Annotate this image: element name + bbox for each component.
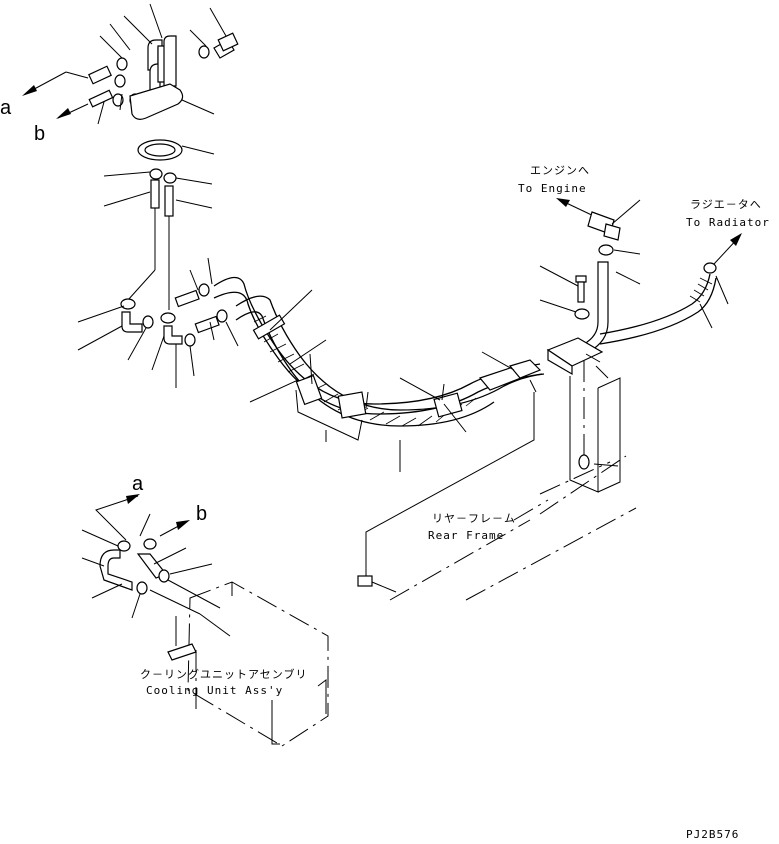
rear-frame-jp: リヤ－フレ－ム [432, 512, 516, 525]
to-radiator-jp: ラジエ－タへ [690, 198, 762, 211]
arrow-b-top [56, 103, 89, 119]
hose-connectors [174, 257, 239, 347]
vertical-hoses [77, 168, 196, 388]
top-fittings [88, 3, 239, 209]
to-engine-jp: エンジンへ [530, 164, 590, 177]
to-engine-group: エンジンへ To Engine [518, 164, 641, 256]
label-b-top: b [34, 123, 45, 145]
rear-frame-group: リヤ－フレ－ム Rear Frame [357, 392, 637, 601]
drawing-code: PJ2B576 [686, 828, 739, 841]
cooling-unit-jp: ク－リングユニットアセンブリ [140, 667, 307, 681]
cooling-unit: ク－リングユニットアセンブリ Cooling Unit Ass'y [140, 581, 329, 747]
label-b-bottom: b [196, 503, 207, 525]
label-a-bottom: a [132, 473, 144, 495]
label-a-top: a [0, 97, 12, 119]
to-radiator-en: To Radiator [686, 216, 770, 229]
to-engine-en: To Engine [518, 182, 587, 195]
rear-frame-en: Rear Frame [428, 529, 504, 542]
main-hose-leaders [249, 289, 537, 472]
to-radiator-group: ラジエ－タへ To Radiator [599, 198, 770, 345]
main-hose [213, 276, 545, 427]
right-pipe [539, 261, 641, 493]
arrow-a-top [22, 71, 89, 96]
cooling-unit-en: Cooling Unit Ass'y [146, 684, 283, 697]
bottom-assembly: a b [81, 473, 231, 637]
